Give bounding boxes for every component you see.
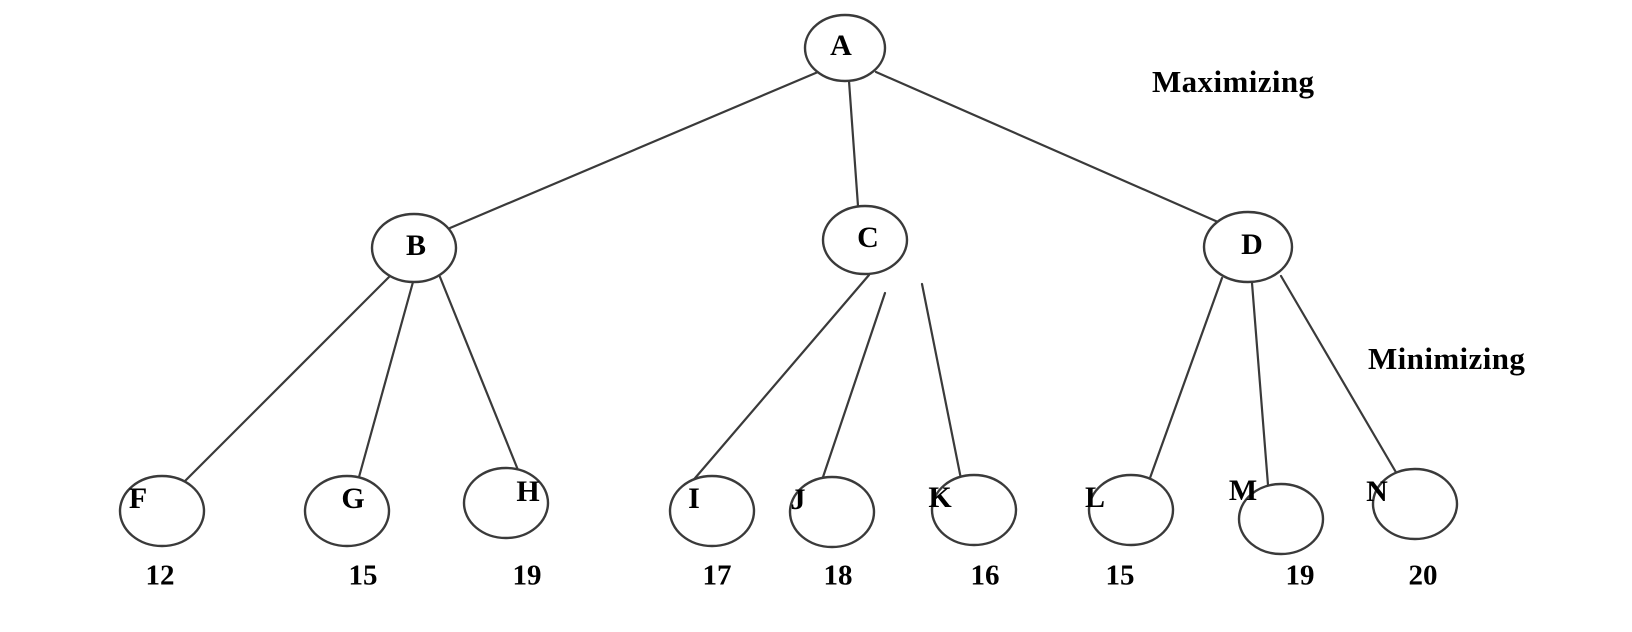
tree-node-h[interactable]: H [462, 466, 550, 540]
tree-node-i[interactable]: I [668, 474, 756, 548]
node-circle-l [1087, 473, 1175, 547]
nodes-layer: A B C D F G H I J K L M N [118, 13, 1459, 556]
leaf-value-j: 18 [824, 560, 853, 592]
node-label-c: C [857, 221, 879, 254]
node-label-b: B [406, 229, 426, 262]
node-circle-i [668, 474, 756, 548]
node-label-g: G [341, 482, 364, 515]
node-circle-c [821, 204, 909, 276]
edges-layer [183, 70, 1399, 487]
tree-edge-c-j [820, 291, 887, 482]
node-label-j: J [791, 483, 806, 516]
leaf-value-h: 19 [513, 560, 542, 592]
tree-node-g[interactable]: G [303, 474, 391, 548]
tree-edge-a-c [847, 79, 860, 208]
node-label-f: F [129, 482, 147, 515]
node-circle-n [1371, 467, 1459, 541]
tree-edge-c-i [688, 273, 871, 486]
tree-edge-d-l [1148, 276, 1224, 480]
node-circle-b [370, 212, 458, 284]
node-label-l: L [1085, 481, 1105, 514]
node-circle-h [462, 466, 550, 540]
node-label-i: I [688, 482, 700, 515]
tree-edge-a-b [448, 70, 820, 230]
node-label-m: M [1229, 474, 1257, 507]
tree-node-l[interactable]: L [1085, 473, 1175, 547]
tree-node-n[interactable]: N [1366, 467, 1459, 541]
tree-node-k[interactable]: K [928, 473, 1018, 547]
tree-node-j[interactable]: J [788, 475, 876, 549]
tree-edge-c-k [920, 282, 963, 481]
tree-edge-d-m [1250, 281, 1270, 487]
tier-label-maximizing: Maximizing [1152, 64, 1315, 99]
leaf-values-layer: 12 15 19 17 18 16 15 19 20 [146, 560, 1438, 592]
leaf-value-n: 20 [1409, 560, 1438, 592]
leaf-value-k: 16 [971, 560, 1000, 592]
tree-edge-b-f [183, 275, 391, 483]
node-label-n: N [1366, 475, 1388, 508]
leaf-value-i: 17 [703, 560, 732, 592]
node-circle-g [303, 474, 391, 548]
node-label-d: D [1241, 228, 1263, 261]
leaf-value-l: 15 [1106, 560, 1135, 592]
leaf-value-m: 19 [1286, 560, 1315, 592]
node-circle-a [803, 13, 887, 83]
tree-node-m[interactable]: M [1229, 474, 1325, 556]
node-label-h: H [516, 475, 539, 508]
tree-edge-b-g [357, 280, 415, 479]
tree-edge-a-d [874, 70, 1220, 224]
node-circle-k [930, 473, 1018, 547]
tree-edge-d-n [1279, 274, 1399, 476]
node-circle-m [1237, 482, 1325, 556]
tree-node-d[interactable]: D [1202, 210, 1294, 284]
tree-node-a[interactable]: A [803, 13, 887, 83]
node-circle-j [788, 475, 876, 549]
tree-node-b[interactable]: B [370, 212, 458, 284]
node-circle-d [1202, 210, 1294, 284]
leaf-value-g: 15 [349, 560, 378, 592]
leaf-value-f: 12 [146, 560, 175, 592]
tree-node-c[interactable]: C [821, 204, 909, 276]
tier-label-minimizing: Minimizing [1368, 341, 1525, 376]
node-circle-f [118, 474, 206, 548]
node-label-a: A [830, 29, 852, 62]
tree-node-f[interactable]: F [118, 474, 206, 548]
tree-edge-b-h [438, 275, 520, 472]
node-label-k: K [928, 481, 952, 514]
